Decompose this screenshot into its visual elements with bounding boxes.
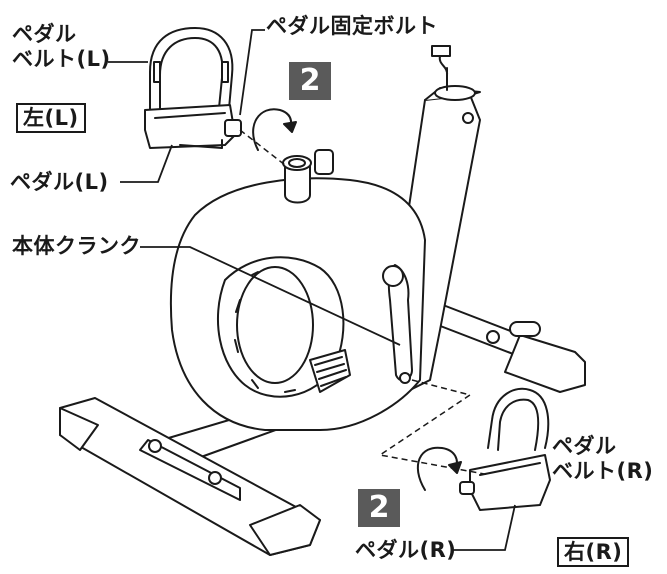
left-pedal — [144, 27, 242, 149]
step-number-bottom: 2 — [358, 489, 400, 527]
front-stabilizer — [59, 389, 346, 556]
pedal-belt-right-label: ペダル ベルト(R) — [552, 434, 654, 484]
guide-lines — [239, 129, 491, 476]
right-pedal — [459, 387, 551, 511]
pedal-belt-left-label: ペダル ベルト(L) — [12, 22, 111, 72]
rotation-arrow-right — [416, 446, 458, 491]
left-side-label: 左(L) — [16, 103, 86, 133]
step-number-top: 2 — [289, 62, 331, 100]
flywheel-housing — [169, 177, 426, 431]
pedal-left-label: ペダル(L) — [10, 170, 109, 194]
crank-label: 本体クランク — [12, 234, 141, 258]
leader-lines — [108, 29, 516, 551]
crank-arm — [382, 264, 413, 384]
rotation-arrow-left — [252, 108, 293, 151]
pedal-right-label: ペダル(R) — [355, 538, 457, 562]
rear-stabilizer — [429, 291, 586, 393]
pedal-bolt-label: ペダル固定ボルト — [266, 14, 438, 38]
seat-post — [282, 149, 334, 204]
right-side-label: 右(R) — [557, 537, 630, 567]
